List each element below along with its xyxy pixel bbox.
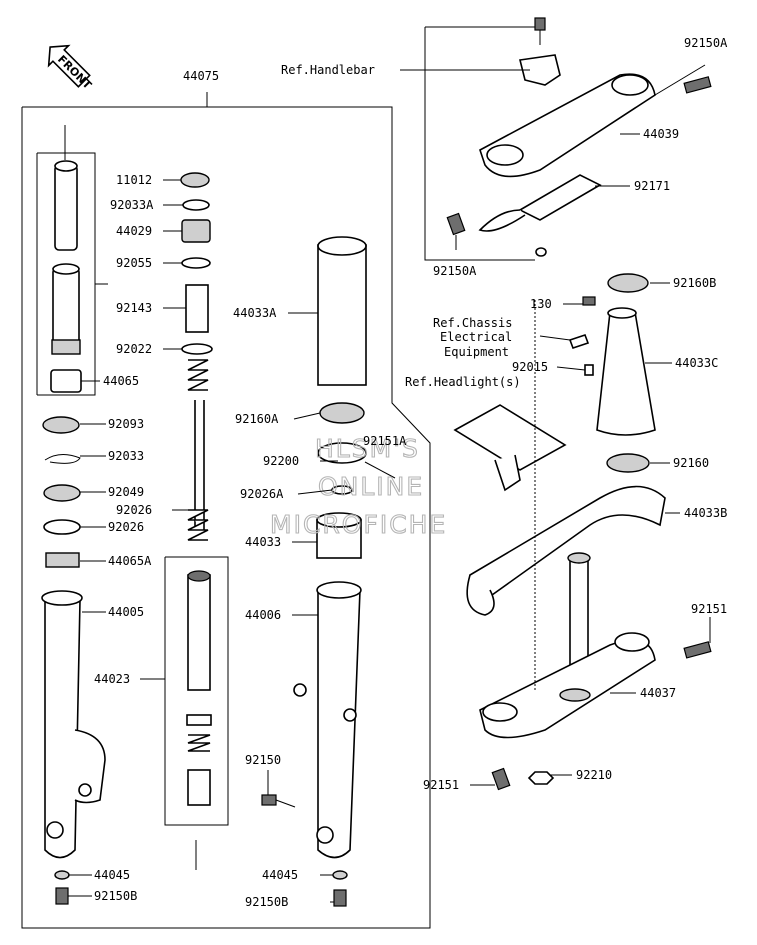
damper-rod: [186, 570, 212, 870]
headlight-bracket: [453, 404, 567, 492]
watermark-line-1: HLSM'S: [315, 434, 420, 463]
right-fork-leg-assembly: [261, 236, 396, 907]
callout-92143: 92143: [116, 301, 152, 315]
callout-92055: 92055: [116, 256, 152, 270]
leader-lines: [68, 64, 711, 903]
callout-11012: 11012: [116, 173, 152, 187]
callout-92150B-right: 92150B: [245, 895, 288, 909]
callout-44045-left: 44045: [94, 868, 130, 882]
callout-92200: 92200: [263, 454, 299, 468]
callout-92160B: 92160B: [673, 276, 716, 290]
lower-triple-clamp: [479, 552, 712, 791]
callout-44033: 44033: [245, 535, 281, 549]
ref-handlebar: Ref.Handlebar: [281, 63, 375, 77]
callout-92015: 92015: [512, 360, 548, 374]
callout-92151-right: 92151: [691, 602, 727, 616]
ref-chassis-line2: Electrical: [440, 330, 512, 344]
callout-44033A: 44033A: [233, 306, 277, 320]
callout-92150B-left: 92150B: [94, 889, 137, 903]
callout-92151-bottom: 92151: [423, 778, 459, 792]
callout-44037: 44037: [640, 686, 676, 700]
callout-92049: 92049: [108, 485, 144, 499]
callout-44045-right: 44045: [262, 868, 298, 882]
callout-92150: 92150: [245, 753, 281, 767]
callout-92210: 92210: [576, 768, 612, 782]
callout-92026: 92026: [108, 520, 144, 534]
callout-92151A: 92151A: [363, 434, 407, 448]
watermark-line-2: ONLINE: [318, 472, 424, 501]
ref-chassis-line1: Ref.Chassis: [433, 316, 512, 330]
callout-44065A: 44065A: [108, 554, 152, 568]
callout-92150A-bottom: 92150A: [433, 264, 477, 278]
callout-44039: 44039: [643, 127, 679, 141]
callout-44005: 44005: [108, 605, 144, 619]
ref-chassis-line3: Equipment: [444, 345, 509, 359]
callout-92022: 92022: [116, 342, 152, 356]
callout-44006: 44006: [245, 608, 281, 622]
callout-92160: 92160: [673, 456, 709, 470]
left-column-parts: [42, 172, 213, 568]
ref-headlight: Ref.Headlight(s): [405, 375, 521, 389]
callout-44026: 92026: [116, 503, 152, 517]
front-label: FRONT: [55, 53, 94, 92]
group-label-44075: 44075: [183, 69, 219, 83]
callout-44023: 44023: [94, 672, 130, 686]
callout-92026A: 92026A: [240, 487, 284, 501]
callout-44065: 44065: [103, 374, 139, 388]
headlight-stay: [466, 485, 666, 616]
callout-92171: 92171: [634, 179, 670, 193]
callout-130: 130: [530, 297, 552, 311]
callout-92093: 92093: [108, 417, 144, 431]
watermark: HLSM'S ONLINE MICROFICHE: [269, 433, 447, 539]
callout-labels: 11012 92033A 44029 92055 92143 92022 440…: [94, 36, 728, 909]
callout-92160A: 92160A: [235, 412, 279, 426]
right-column-parts: [568, 273, 656, 473]
watermark-line-3: MICROFICHE: [270, 510, 447, 539]
upper-triple-clamp: [424, 17, 712, 261]
callout-92033A: 92033A: [110, 198, 154, 212]
inner-tube-cartridge: [50, 125, 82, 393]
callout-44033B: 44033B: [684, 506, 727, 520]
callout-44033C: 44033C: [675, 356, 718, 370]
left-fork-group: 44075: [21, 69, 431, 929]
callout-44029: 44029: [116, 224, 152, 238]
left-fork-leg: [41, 590, 106, 905]
callout-92033: 92033: [108, 449, 144, 463]
callout-92150A-top: 92150A: [684, 36, 728, 50]
front-direction-badge: FRONT: [47, 44, 94, 92]
